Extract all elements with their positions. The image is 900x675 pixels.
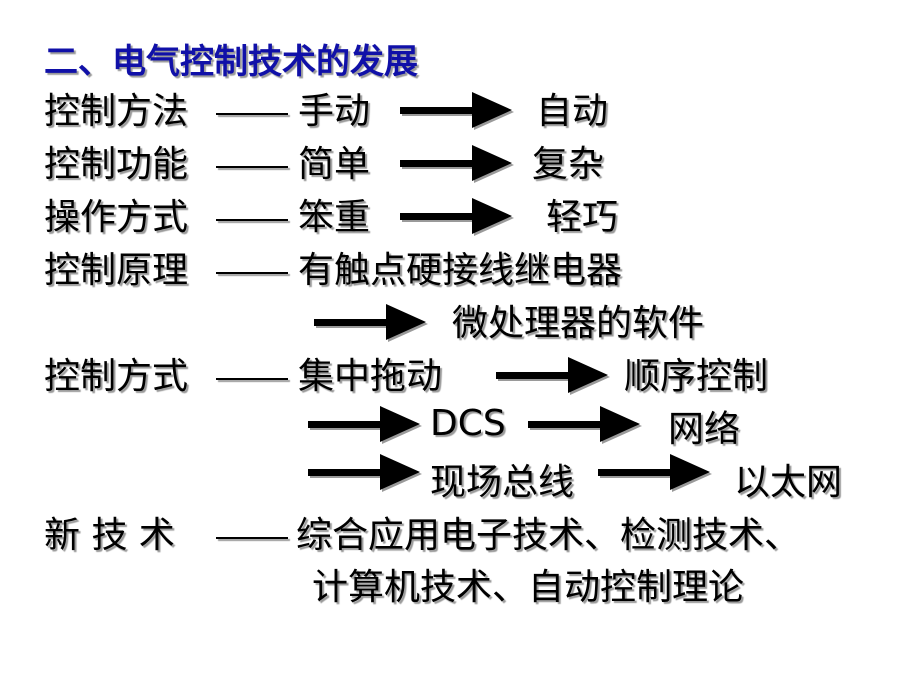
- arrow-right-icon: [308, 454, 422, 492]
- mode-centralized-drive: 集中拖动: [298, 356, 443, 397]
- method-to: 自动: [536, 91, 609, 132]
- method-from: 手动: [298, 91, 371, 132]
- label-operation-mode: 操作方式: [44, 197, 189, 238]
- arrow-right-icon: [314, 304, 428, 342]
- mode-sequential-control: 顺序控制: [624, 356, 769, 397]
- dash-separator: [216, 378, 288, 380]
- arrow-right-icon: [400, 145, 514, 183]
- operation-from: 笨重: [298, 197, 371, 238]
- function-to: 复杂: [532, 144, 605, 185]
- operation-to: 轻巧: [546, 197, 619, 238]
- label-control-method: 控制方法: [44, 91, 189, 132]
- label-control-mode: 控制方式: [44, 356, 189, 397]
- label-control-function: 控制功能: [44, 144, 189, 185]
- mode-network: 网络: [668, 409, 741, 450]
- function-from: 简单: [298, 144, 371, 185]
- dash-separator: [216, 166, 288, 168]
- dash-separator: [216, 219, 288, 221]
- dash-separator: [216, 537, 288, 539]
- mode-dcs: DCS: [430, 403, 506, 444]
- arrow-right-icon: [496, 357, 610, 395]
- arrow-right-icon: [400, 198, 514, 236]
- label-control-principle: 控制原理: [44, 250, 189, 291]
- dash-separator: [216, 272, 288, 274]
- arrow-right-icon: [308, 406, 422, 444]
- newtech-line-2: 计算机技术、自动控制理论: [312, 567, 745, 608]
- dash-separator: [216, 113, 288, 115]
- slide-title: 二、电气控制技术的发展: [44, 42, 418, 82]
- principle-from: 有触点硬接线继电器: [298, 250, 623, 291]
- principle-to: 微处理器的软件: [452, 303, 705, 344]
- newtech-line-1: 综合应用电子技术、检测技术、: [296, 515, 801, 556]
- mode-fieldbus: 现场总线: [430, 462, 575, 503]
- arrow-right-icon: [598, 454, 712, 492]
- arrow-right-icon: [528, 406, 642, 444]
- arrow-right-icon: [400, 92, 514, 130]
- mode-ethernet: 以太网: [734, 462, 843, 503]
- label-new-technology: 新 技 术: [44, 515, 175, 556]
